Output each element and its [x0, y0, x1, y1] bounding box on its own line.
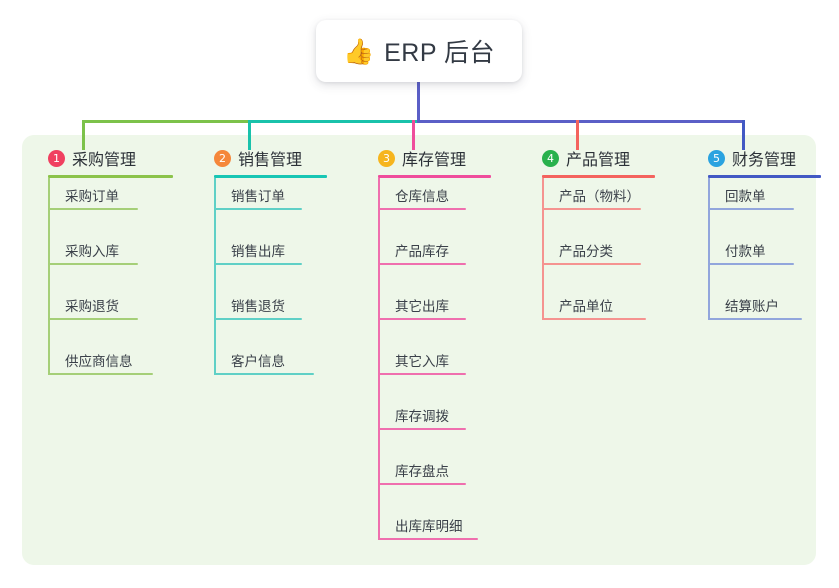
branch-title-2: 销售管理: [238, 152, 303, 169]
branch-underline-4: [542, 175, 655, 178]
leaf-underline: [48, 318, 138, 320]
branch-title-5: 财务管理: [732, 152, 797, 169]
branch-badge-4: 4: [542, 149, 559, 167]
leaf-underline: [378, 318, 466, 320]
branch-column-5: 5 财务管理回款单付款单结算账户: [694, 145, 821, 320]
branch-drop-2: [248, 120, 251, 150]
branch-badge-2: 2: [214, 149, 231, 167]
branch-badge-3: 3: [378, 149, 395, 167]
branch-title-1: 采购管理: [72, 152, 137, 169]
bus-segment-1: [82, 120, 251, 123]
leaf-label: 其它出库: [395, 299, 449, 314]
leaf-label: 客户信息: [231, 354, 285, 369]
branch-column-1: 1 采购管理采购订单采购入库采购退货供应商信息: [34, 145, 173, 375]
branch-header-1[interactable]: 1 采购管理: [34, 145, 136, 171]
bus-segment-2: [248, 120, 420, 123]
leaf-underline: [708, 208, 794, 210]
branch-column-3: 3 库存管理仓库信息产品库存其它出库其它入库库存调拨库存盘点出库库明细: [364, 145, 491, 540]
leaf-label: 回款单: [725, 189, 766, 204]
leaf-label: 仓库信息: [395, 189, 449, 204]
branch-underline-2: [214, 175, 327, 178]
branch-drop-1: [82, 120, 85, 150]
leaf-label: 产品库存: [395, 244, 449, 259]
root-stem: [417, 82, 420, 123]
branch-drop-4: [576, 120, 579, 150]
leaf-underline: [708, 318, 802, 320]
branch-underline-3: [378, 175, 491, 178]
leaf-underline: [48, 208, 138, 210]
leaf-underline: [378, 263, 466, 265]
branch-title-4: 产品管理: [566, 152, 631, 169]
branch-column-4: 4 产品管理产品（物料） 产品分类产品单位: [528, 145, 655, 320]
leaf-spine-4: [542, 178, 544, 320]
leaf-label: 销售退货: [231, 299, 285, 314]
leaf-spine-5: [708, 178, 710, 320]
branch-header-2[interactable]: 2 销售管理: [200, 145, 302, 171]
leaf-label: 结算账户: [725, 299, 779, 314]
leaf-spine-2: [214, 178, 216, 375]
leaf-underline: [214, 263, 302, 265]
branch-badge-5: 5: [708, 149, 725, 167]
leaf-underline: [378, 483, 466, 485]
leaf-underline: [48, 373, 153, 375]
leaf-underline: [708, 263, 794, 265]
leaf-label: 销售出库: [231, 244, 285, 259]
leaf-underline: [542, 208, 641, 210]
leaf-spine-3: [378, 178, 380, 540]
leaf-underline: [214, 318, 302, 320]
leaf-underline: [378, 538, 478, 540]
leaf-underline: [214, 208, 302, 210]
leaf-label: 出库库明细: [395, 519, 463, 534]
leaf-label: 采购退货: [65, 299, 119, 314]
branch-drop-3: [412, 120, 415, 150]
branch-header-5[interactable]: 5 财务管理: [694, 145, 796, 171]
leaf-label: 产品（物料）: [559, 189, 640, 204]
branch-drop-5: [742, 120, 745, 150]
leaf-label: 库存盘点: [395, 464, 449, 479]
leaf-label: 付款单: [725, 244, 766, 259]
branch-title-3: 库存管理: [402, 152, 467, 169]
branch-header-3[interactable]: 3 库存管理: [364, 145, 466, 171]
leaf-underline: [378, 373, 466, 375]
branch-badge-1: 1: [48, 149, 65, 167]
leaf-label: 产品单位: [559, 299, 613, 314]
leaf-label: 产品分类: [559, 244, 613, 259]
leaf-underline: [542, 263, 641, 265]
leaf-underline: [48, 263, 138, 265]
branch-underline-1: [48, 175, 173, 178]
branches-panel: [22, 135, 816, 565]
root-node[interactable]: 👍 ERP 后台: [316, 20, 522, 82]
leaf-underline: [214, 373, 314, 375]
leaf-label: 销售订单: [231, 189, 285, 204]
thumbs-up-icon: 👍: [342, 36, 375, 66]
leaf-label: 采购入库: [65, 244, 119, 259]
root-title: ERP 后台: [384, 39, 496, 67]
leaf-underline: [542, 318, 646, 320]
leaf-underline: [378, 428, 466, 430]
leaf-label: 库存调拨: [395, 409, 449, 424]
branch-header-4[interactable]: 4 产品管理: [528, 145, 630, 171]
branch-column-2: 2 销售管理销售订单销售出库销售退货客户信息: [200, 145, 327, 375]
leaf-label: 供应商信息: [65, 354, 133, 369]
leaf-spine-1: [48, 178, 50, 375]
leaf-label: 采购订单: [65, 189, 119, 204]
leaf-underline: [378, 208, 466, 210]
branch-underline-5: [708, 175, 821, 178]
leaf-label: 其它入库: [395, 354, 449, 369]
bus-segment-3: [417, 120, 745, 123]
